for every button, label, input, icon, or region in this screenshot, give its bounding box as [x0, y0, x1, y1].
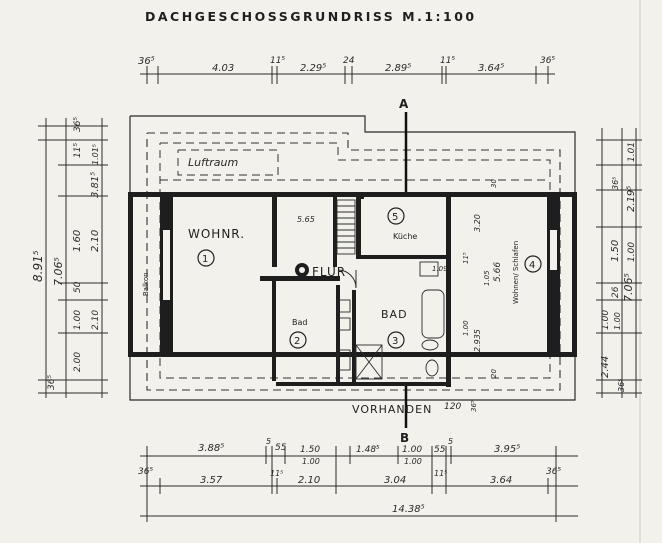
- bottom-dim-sub-1: 1.00: [302, 457, 320, 466]
- bottom-dim-2: 5: [266, 437, 271, 446]
- right-dim-2: 2.19⁵: [626, 186, 637, 212]
- bottom-dim-row2-1: 36⁵: [138, 467, 153, 477]
- section-mark-b: B: [400, 431, 409, 445]
- bad-caps-label: BAD: [381, 308, 408, 321]
- right-dim-5: 1.00: [627, 242, 637, 262]
- left-dim-8: 2.10: [90, 230, 101, 252]
- right-dim-7: 7.06⁵: [622, 273, 635, 302]
- bottom-dim-sub-2: 1.00: [404, 457, 422, 466]
- bottom-dim-6: 1.00: [402, 445, 422, 455]
- interior-dim-2: 1.09: [432, 265, 448, 273]
- bottom-dimension-chain: [140, 446, 578, 522]
- luftraum-label: Luftraum: [188, 156, 238, 169]
- right-dim-11: 36⁵: [617, 379, 626, 392]
- room-3-marker: 3: [387, 331, 405, 349]
- interior-dim-8: 36⁵: [470, 400, 478, 412]
- room-3-number: 3: [392, 336, 398, 347]
- left-dim-13: 36⁵: [47, 375, 57, 390]
- room-5-number: 5: [392, 212, 398, 223]
- bottom-dim-7: 55: [434, 445, 446, 455]
- top-dim-2: 4.03: [212, 63, 234, 74]
- right-dim-8: 1.00: [601, 310, 611, 330]
- top-dimension-chain: [140, 66, 555, 84]
- bottom-dim-row2-4: 2.10: [298, 475, 320, 486]
- interior-dim-7: 30: [490, 179, 498, 188]
- top-dim-9: 36⁵: [540, 56, 555, 66]
- bad-label: Bad: [292, 318, 307, 327]
- left-dim-2: 11⁵: [73, 143, 83, 158]
- room-1-marker: 1: [197, 249, 215, 267]
- building-outline: [129, 115, 576, 401]
- section-mark-a: A: [399, 97, 409, 111]
- left-dim-5: 8.91⁵: [31, 250, 45, 282]
- wohnr-label: WOHNR.: [188, 227, 245, 241]
- bottom-dim-row2-6: 11⁵: [434, 469, 447, 478]
- left-dimension-chain: [38, 118, 108, 398]
- top-dim-8: 3.64⁵: [478, 63, 504, 74]
- interior-dim-6: 20: [490, 369, 498, 378]
- interior-dim-11: 1.00: [462, 320, 470, 336]
- bottom-dim-4: 1.50: [300, 445, 320, 455]
- left-dim-11: 2.10: [91, 310, 101, 330]
- bottom-dim-row2-7: 3.64: [490, 475, 512, 486]
- top-dim-6: 2.89⁵: [385, 63, 411, 74]
- bottom-dim-9: 3.95⁵: [494, 444, 520, 455]
- room-4-marker: 4: [524, 255, 542, 273]
- room-2-marker: 2: [289, 331, 307, 349]
- bottom-total-dim: 14.38⁵: [392, 504, 425, 515]
- interior-dim-4: 5.66: [493, 262, 503, 282]
- top-dim-1: 36⁵: [138, 56, 155, 67]
- left-dim-3: 1.01⁵: [91, 144, 100, 165]
- right-dim-6: 26: [611, 286, 621, 298]
- top-dim-4: 2.29⁵: [300, 63, 326, 74]
- room-4-number: 4: [529, 260, 535, 271]
- room-1-number: 1: [202, 254, 208, 265]
- interior-dim-9: 1.05: [483, 270, 491, 286]
- room-2-number: 2: [294, 336, 300, 347]
- balkon-label: Balkon: [142, 272, 150, 296]
- bottom-dim-1: 3.88⁵: [198, 443, 224, 454]
- left-dim-12: 2.00: [73, 352, 83, 372]
- top-dim-7: 11⁵: [440, 56, 455, 66]
- bottom-dim-5: 1.48⁵: [356, 445, 380, 455]
- column-icon: [295, 263, 309, 277]
- left-dim-9: 50: [73, 281, 83, 293]
- left-dim-7: 1.60: [72, 230, 83, 252]
- bottom-dim-row2-2: 3.57: [200, 475, 223, 486]
- room-5-marker: 5: [387, 207, 405, 225]
- right-dim-9: 1.00: [613, 312, 622, 330]
- door-swing: [337, 269, 357, 289]
- right-dim-10: 2.44: [600, 356, 611, 378]
- right-dimension-chain: [596, 128, 642, 398]
- left-dim-10: 1.00: [73, 310, 83, 330]
- interior-dim-3: 3.20: [473, 214, 482, 232]
- left-dim-4: 3.81⁵: [90, 172, 101, 198]
- bottom-dim-8: 5: [448, 437, 453, 446]
- right-dim-1: 1.01: [627, 142, 637, 162]
- top-dim-5: 24: [343, 56, 355, 66]
- wohnen-schlafen-label: Wohnen/ Schlafen: [512, 241, 520, 304]
- staircase: [336, 199, 356, 255]
- left-dim-1: 36⁵: [73, 117, 83, 132]
- top-dim-3: 11⁵: [270, 56, 285, 66]
- bottom-dim-row2-8: 36⁵: [546, 467, 561, 477]
- bottom-dim-row2-3: 11⁵: [270, 469, 283, 478]
- interior-dim-10: 11⁵: [462, 252, 470, 264]
- bath-fixtures: [337, 261, 445, 380]
- right-dim-3: 36⁵: [611, 177, 620, 190]
- vorhanden-dim: 120: [444, 402, 461, 412]
- flur-label: FLUR: [312, 265, 346, 279]
- bottom-dim-row2-5: 3.04: [384, 475, 406, 486]
- vorhanden-label: VORHANDEN: [352, 403, 432, 416]
- bottom-dim-3: 55: [275, 443, 287, 453]
- drawing-title: DACHGESCHOSSGRUNDRISS M.1:100: [145, 9, 477, 24]
- left-dim-6: 7.06⁵: [52, 257, 65, 286]
- kueche-label: Küche: [393, 232, 417, 241]
- right-dim-4: 1.50: [610, 240, 621, 262]
- interior-dim-5: 2.935: [473, 329, 482, 352]
- walls: [128, 192, 577, 387]
- interior-dim-1: 5.65: [297, 215, 315, 224]
